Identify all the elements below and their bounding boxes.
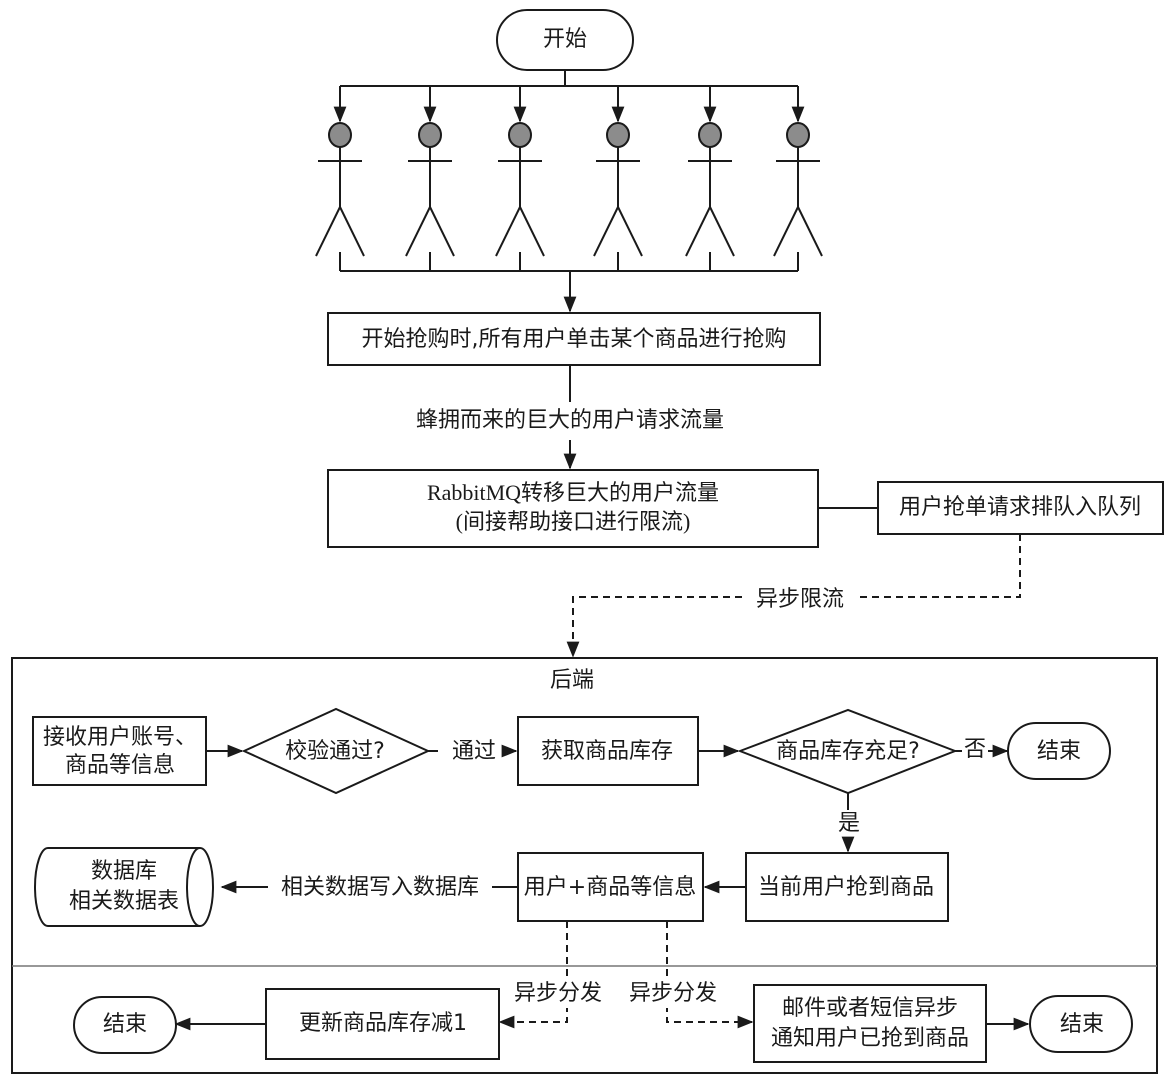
step-rabbitmq-line2: (间接帮助接口进行限流) <box>456 509 691 534</box>
user-actor <box>593 86 643 271</box>
edge-yes: 是 <box>838 793 860 853</box>
user-head-icon <box>418 122 442 148</box>
notify-line1: 邮件或者短信异步 <box>782 996 958 1021</box>
backend-title: 后端 <box>550 668 594 693</box>
user-head-icon <box>328 122 352 148</box>
user-leg-left <box>773 206 799 257</box>
edge-user-traffic-label: 蜂拥而来的巨大的用户请求流量 <box>416 408 724 433</box>
edge-yes-label: 是 <box>838 811 860 836</box>
edge-dispatch-left-label: 异步分发 <box>514 981 602 1006</box>
user-actor <box>315 86 365 271</box>
edge-pass: 通过 <box>428 739 518 764</box>
user-head-icon <box>698 122 722 148</box>
user-leg-left <box>405 206 431 257</box>
user-actor <box>405 86 455 271</box>
end-left-node: 结束 <box>73 996 177 1054</box>
edge-dispatch-left: 异步分发 <box>498 921 608 1029</box>
receive-info-line1: 接收用户账号、 <box>43 725 197 750</box>
edge-dispatch-right: 异步分发 <box>625 921 754 1029</box>
end-left-label: 结束 <box>103 1012 147 1037</box>
end-top-label: 结束 <box>1037 739 1081 764</box>
notify-node: 邮件或者短信异步 通知用户已抢到商品 <box>753 984 987 1063</box>
stock-check-decision: 商品库存充足? <box>737 708 958 795</box>
user-item-info-node: 用户+商品等信息 <box>517 852 704 922</box>
step-rabbitmq: RabbitMQ转移巨大的用户流量 (间接帮助接口进行限流) <box>327 469 819 548</box>
edge-async-limit: 异步限流 <box>566 534 1021 658</box>
notify-line2: 通知用户已抢到商品 <box>771 1026 969 1051</box>
queue-label: 用户抢单请求排队入队列 <box>899 495 1141 520</box>
user-leg-right <box>339 206 365 257</box>
verify-label: 校验通过? <box>285 739 385 764</box>
update-stock-label: 更新商品库存减1 <box>299 1011 467 1036</box>
user-leg-left <box>315 206 341 257</box>
get-stock-label: 获取商品库存 <box>541 739 673 764</box>
user-leg-right <box>797 206 823 257</box>
user-leg-right <box>519 206 545 257</box>
fan-out-connector <box>340 70 798 87</box>
user-head-icon <box>606 122 630 148</box>
user-head-icon <box>786 122 810 148</box>
receive-info-node: 接收用户账号、 商品等信息 <box>32 716 207 786</box>
user-leg-right <box>709 206 735 257</box>
user-leg-right <box>617 206 643 257</box>
users-group <box>315 86 823 271</box>
update-stock-node: 更新商品库存减1 <box>265 988 500 1060</box>
queue-node: 用户抢单请求排队入队列 <box>877 481 1164 535</box>
receive-info-line2: 商品等信息 <box>65 753 175 778</box>
get-stock-node: 获取商品库存 <box>517 716 699 786</box>
step-rush-purchase: 开始抢购时,所有用户单击某个商品进行抢购 <box>327 312 821 366</box>
got-item-label: 当前用户抢到商品 <box>758 875 934 900</box>
user-leg-left <box>593 206 619 257</box>
database-node: 数据库 相关数据表 <box>34 847 214 927</box>
end-top-node: 结束 <box>1007 722 1111 780</box>
user-item-info-label: 用户+商品等信息 <box>524 875 696 900</box>
edge-user-traffic: 蜂拥而来的巨大的用户请求流量 <box>395 365 745 470</box>
start-label: 开始 <box>543 27 587 52</box>
user-actor <box>773 86 823 271</box>
edge-write-db: 相关数据写入数据库 <box>220 875 518 900</box>
edge-pass-label: 通过 <box>452 739 496 764</box>
got-item-node: 当前用户抢到商品 <box>745 852 949 922</box>
edge-async-limit-label: 异步限流 <box>756 587 844 612</box>
user-head-icon <box>508 122 532 148</box>
user-leg-left <box>495 206 521 257</box>
edge-no-label: 否 <box>964 737 986 762</box>
user-leg-right <box>429 206 455 257</box>
database-line1: 数据库 <box>91 859 157 884</box>
edge-no: 否 <box>955 737 1009 762</box>
verify-decision: 校验通过? <box>241 707 431 795</box>
user-leg-left <box>685 206 711 257</box>
edge-write-db-label: 相关数据写入数据库 <box>281 875 479 900</box>
user-actor <box>685 86 735 271</box>
step-rabbitmq-line1: RabbitMQ转移巨大的用户流量 <box>427 480 719 505</box>
end-right-node: 结束 <box>1029 995 1133 1053</box>
edge-dispatch-right-label: 异步分发 <box>629 981 717 1006</box>
step-rush-purchase-label: 开始抢购时,所有用户单击某个商品进行抢购 <box>362 327 787 352</box>
end-right-label: 结束 <box>1060 1012 1104 1037</box>
stock-check-label: 商品库存充足? <box>776 739 920 764</box>
start-node: 开始 <box>496 9 634 71</box>
fan-in-connector <box>340 270 798 313</box>
database-line2: 相关数据表 <box>69 889 179 914</box>
user-actor <box>495 86 545 271</box>
backend-frame: 后端 <box>11 657 1158 1074</box>
